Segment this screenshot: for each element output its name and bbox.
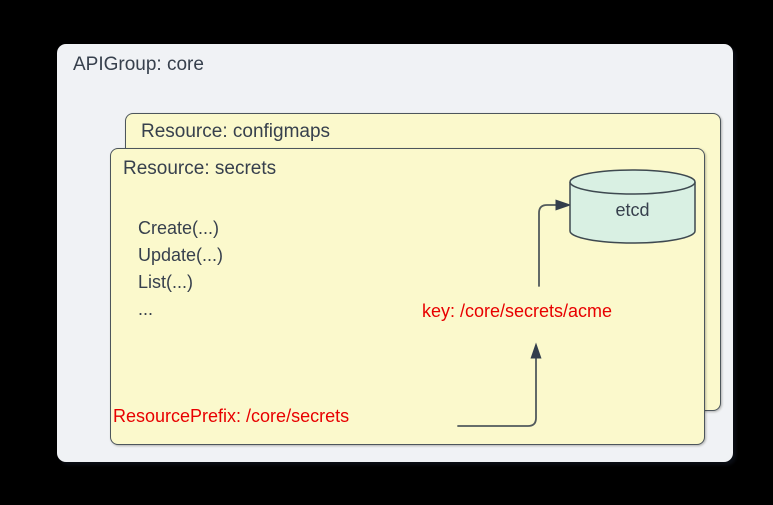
etcd-key-label: key: /core/secrets/acme (422, 301, 613, 321)
resource-prefix-label: ResourcePrefix: /core/secrets (113, 406, 350, 426)
resource-configmaps-title: Resource: configmaps (141, 121, 331, 142)
method-update: Update(...) (138, 245, 224, 265)
apigroup-core-title: APIGroup: core (73, 54, 204, 75)
method-list: List(...) (138, 272, 194, 292)
method-create: Create(...) (138, 218, 220, 238)
method-ellipsis: ... (138, 299, 154, 319)
resource-secrets-title: Resource: secrets (123, 158, 277, 179)
etcd-label: etcd (615, 200, 650, 220)
secrets-method-list: Create(...) Update(...) List(...) ... (138, 215, 223, 323)
